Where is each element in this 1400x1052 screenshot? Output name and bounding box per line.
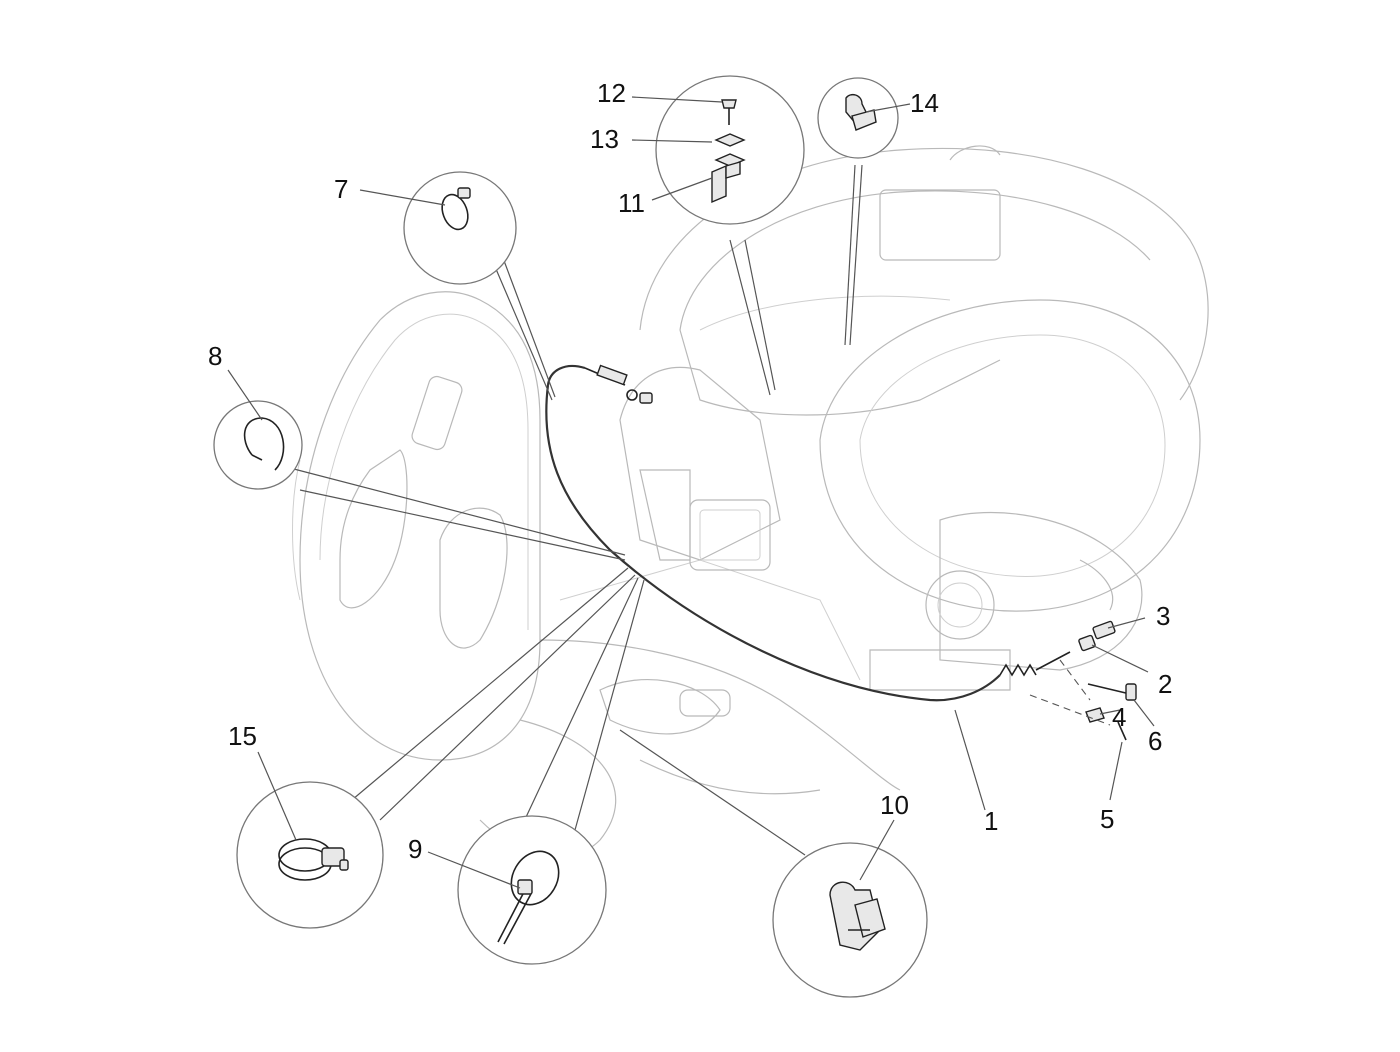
- adjuster-parts: [1029, 620, 1137, 741]
- callout-12: 12: [597, 78, 626, 108]
- detail-bubble-7: [403, 171, 556, 401]
- callout-1: 1: [984, 806, 998, 836]
- callout-14: 14: [910, 88, 939, 118]
- detail-bubble-14: [817, 77, 899, 346]
- callout-13: 13: [590, 124, 619, 154]
- detail-bubble-11-12-13: [655, 75, 805, 396]
- detail-bubble-15: [236, 567, 636, 929]
- detail-bubble-9: [457, 577, 645, 965]
- callout-2: 2: [1158, 669, 1172, 699]
- callout-9: 9: [408, 834, 422, 864]
- detail-bubble-8: [213, 400, 626, 561]
- callout-leaders: [227, 96, 1155, 889]
- callout-8: 8: [208, 341, 222, 371]
- callout-5: 5: [1100, 804, 1114, 834]
- detail-bubble-10: [619, 729, 928, 998]
- callout-labels: 1 2 3 4 5 6 7 8 9 10 11 12 13 14 15: [208, 78, 1172, 864]
- callout-11: 11: [618, 188, 645, 218]
- callout-10: 10: [880, 790, 909, 820]
- callout-7: 7: [334, 174, 348, 204]
- callout-4: 4: [1112, 702, 1126, 732]
- callout-6: 6: [1148, 726, 1162, 756]
- callout-15: 15: [228, 721, 257, 751]
- callout-3: 3: [1156, 601, 1170, 631]
